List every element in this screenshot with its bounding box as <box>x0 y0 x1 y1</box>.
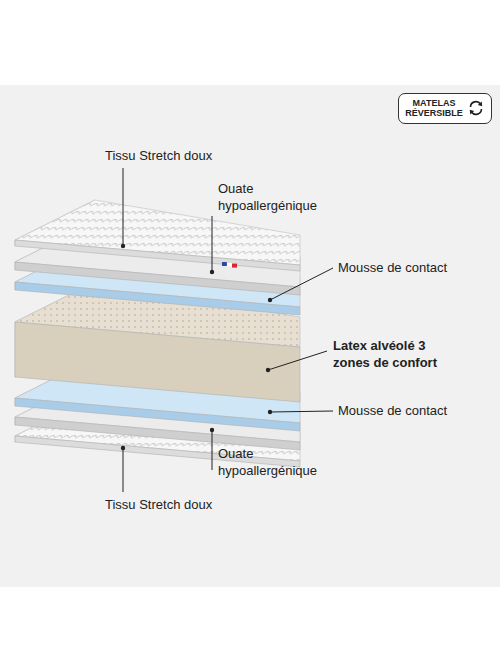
french-flag <box>222 262 237 268</box>
layer-label: Ouate hypoallergénique <box>218 446 343 480</box>
layer-label: Tissu Stretch doux <box>105 148 212 165</box>
layer-label: Ouate hypoallergénique <box>218 181 343 215</box>
core-label: Latex alvéolé 3 zones de confort <box>333 338 465 372</box>
background-panel <box>0 85 500 587</box>
mattress-layers <box>15 200 300 467</box>
reversible-badge: MATELAS RÉVERSIBLE <box>398 93 492 124</box>
layer-label: Tissu Stretch doux <box>105 497 212 514</box>
leader-dots <box>121 244 272 450</box>
layer-label: Mousse de contact <box>338 403 447 420</box>
layer-label: Mousse de contact <box>338 260 447 277</box>
leader-lines <box>123 168 333 492</box>
reverse-icon <box>467 99 485 117</box>
badge-text: MATELAS RÉVERSIBLE <box>405 98 463 119</box>
